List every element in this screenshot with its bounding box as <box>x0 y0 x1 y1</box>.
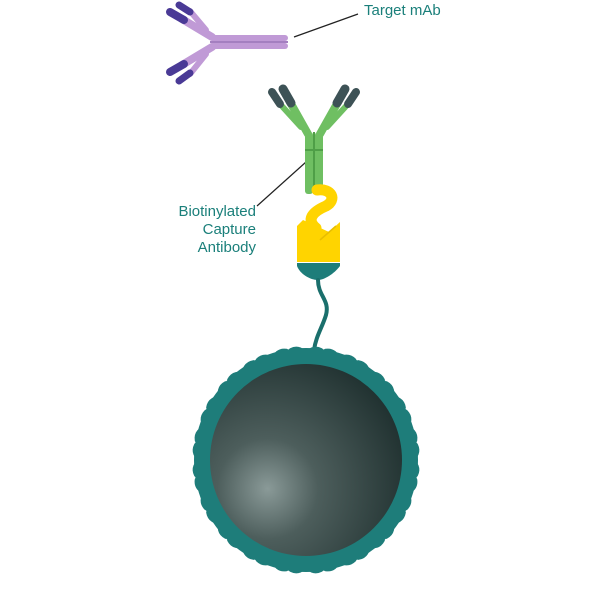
target-mab-label: Target mAb <box>364 2 441 19</box>
biotin-icon <box>305 184 338 234</box>
capture-antibody-label: Biotinylated Capture Antibody <box>126 203 256 257</box>
capture-antibody-label-line-2: Capture <box>202 221 256 238</box>
linker <box>312 278 329 352</box>
capture-antibody-icon <box>268 84 360 194</box>
target-mab-icon <box>166 1 288 85</box>
bead-icon <box>194 348 418 572</box>
target-mab-leader-line <box>293 13 359 38</box>
capture-antibody-label-line-3: Antibody <box>197 239 256 256</box>
capture-antibody-leader-line <box>256 161 307 207</box>
streptavidin-icon <box>297 220 340 280</box>
capture-antibody-label-line-1: Biotinylated <box>178 203 256 220</box>
